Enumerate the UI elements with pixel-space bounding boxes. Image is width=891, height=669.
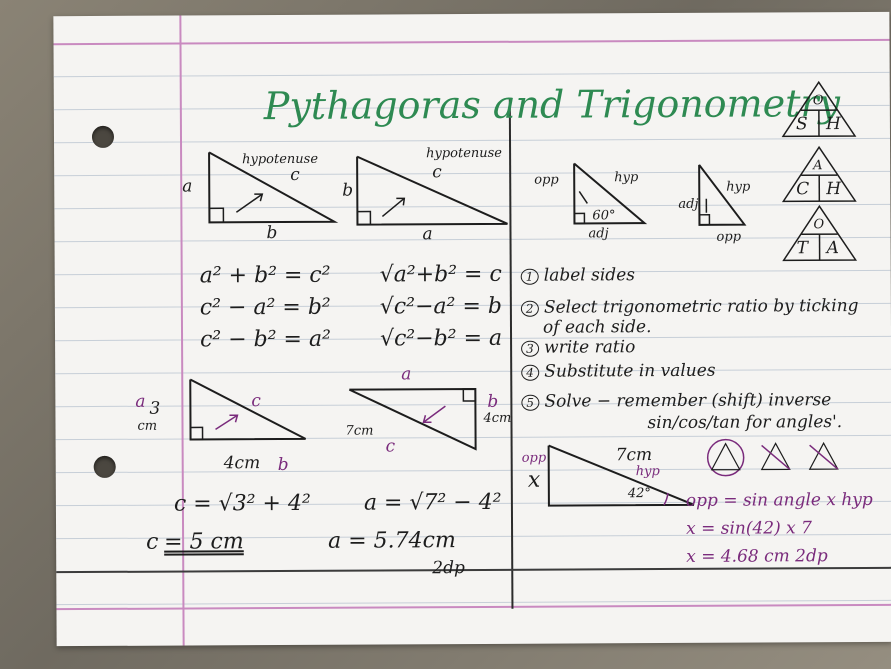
- ex2-note: 2dp: [432, 558, 465, 579]
- step-1-number: 1: [520, 268, 539, 285]
- trig2-adj: adj: [678, 196, 699, 212]
- formula-left-3: c² − b² = a²: [199, 326, 331, 353]
- soh-triangle: [781, 80, 857, 138]
- soh-top: O: [812, 93, 824, 109]
- ex1-side-unit: cm: [137, 418, 158, 434]
- ex1-base-letter: b: [277, 454, 289, 476]
- ex1-working: c = √3² + 4²: [173, 490, 311, 517]
- ex1-answer: = 5 cm: [164, 529, 244, 555]
- trig-triangle-2: [698, 164, 747, 226]
- ex2-working: a = √7² − 4²: [363, 489, 502, 516]
- cah-right: H: [826, 179, 842, 200]
- punch-hole: [93, 455, 116, 478]
- ex2-top: a: [401, 364, 412, 385]
- page-title: Pythagoras and Trigonometry: [263, 81, 841, 129]
- trig-ex-hyp: hyp: [635, 464, 660, 480]
- cah-left: C: [796, 179, 810, 200]
- trig-ex-line-2: x = sin(42) x 7: [685, 518, 812, 539]
- step-2-text: Select trigonometric ratio by ticking: [543, 295, 859, 318]
- step-2-number: 2: [520, 300, 539, 317]
- trig-ex-x: x: [527, 467, 541, 493]
- ex2-hyp-letter: c: [385, 436, 396, 457]
- ex2-side: 4cm: [483, 410, 512, 426]
- trig-ex-opp: opp: [521, 450, 547, 466]
- step-4-text: Substitute in values: [544, 360, 716, 382]
- trig-ex-line-1: opp = sin angle x hyp: [685, 489, 873, 511]
- trig1-angle: 60°: [592, 208, 616, 224]
- ex2-side-letter: b: [487, 391, 499, 412]
- trig-example-triangle: [547, 444, 695, 507]
- tri2-side-a: a: [422, 224, 433, 245]
- tri1-hyp-label: hypotenuse: [242, 151, 319, 168]
- formula-right-2: √c²−a² = b: [379, 293, 502, 320]
- cah-top: A: [813, 158, 823, 174]
- right-triangle-2: [356, 155, 508, 226]
- punch-hole: [91, 125, 115, 148]
- example1-triangle: [189, 378, 307, 441]
- step-4-number: 4: [521, 364, 539, 381]
- ex1-answer-lhs: c: [146, 529, 159, 555]
- tri1-side-a: a: [182, 176, 193, 197]
- formula-right-1: √a²+b² = c: [379, 261, 502, 288]
- crossed-triangles-icon: [706, 438, 839, 477]
- toa-right: A: [826, 238, 839, 259]
- ex1-hyp-letter: c: [251, 391, 261, 412]
- ex2-answer: a = 5.74cm: [328, 528, 456, 554]
- trig-ex-hyp-val: 7cm: [615, 445, 653, 466]
- step-1-text: label sides: [543, 265, 636, 286]
- trig1-hyp: hyp: [614, 170, 639, 186]
- formula-left-1: a² + b² = c²: [199, 262, 331, 289]
- step-2-text-cont: of each side.: [542, 317, 652, 338]
- formula-right-3: √c²−b² = a: [379, 325, 503, 352]
- example2-triangle: [348, 387, 477, 451]
- toa-triangle: [782, 204, 858, 262]
- step-3-text: write ratio: [544, 337, 636, 358]
- step-5-text-cont: sin/cos/tan for angles'.: [647, 412, 843, 434]
- trig1-opp: opp: [534, 172, 559, 188]
- toa-top: O: [813, 217, 825, 233]
- ex1-base: 4cm: [223, 453, 261, 474]
- trig2-hyp: hyp: [726, 179, 751, 195]
- step-5-text: Solve − remember (shift) inverse: [544, 390, 832, 412]
- right-triangle-1: [208, 151, 339, 224]
- soh-right: H: [825, 114, 841, 135]
- tri2-hyp-label: hypotenuse: [426, 145, 503, 162]
- step-4: 4 Substitute in values: [521, 360, 716, 382]
- step-5: 5 Solve − remember (shift) inverse: [521, 390, 832, 412]
- trig-ex-angle: 42°: [627, 486, 651, 502]
- trig-triangle-1: [573, 162, 648, 225]
- step-2: 2 Select trigonometric ratio by ticking: [520, 295, 859, 318]
- soh-left: S: [795, 114, 808, 135]
- ex2-hyp: 7cm: [345, 423, 374, 439]
- trig2-opp: opp: [716, 229, 742, 245]
- step-3: 3 write ratio: [521, 337, 636, 358]
- trig1-adj: adj: [588, 226, 609, 242]
- formula-left-2: c² − a² = b²: [199, 294, 331, 321]
- tri1-side-c: c: [290, 164, 300, 185]
- step-5-number: 5: [521, 394, 540, 411]
- step-1: 1 label sides: [520, 265, 636, 286]
- tri2-side-c: c: [432, 162, 442, 183]
- ex1-side-value: 3: [149, 398, 161, 419]
- cah-triangle: [781, 145, 857, 203]
- tri1-side-b: b: [266, 223, 278, 244]
- trig-ex-line-3: x = 4.68 cm 2dp: [686, 546, 828, 567]
- toa-left: T: [796, 238, 808, 259]
- notebook-page: Pythagoras and Trigonometry hypotenuse a…: [53, 11, 891, 647]
- step-3-number: 3: [521, 340, 539, 357]
- ex1-side-letter: a: [135, 391, 146, 412]
- tri2-side-b: b: [342, 180, 354, 201]
